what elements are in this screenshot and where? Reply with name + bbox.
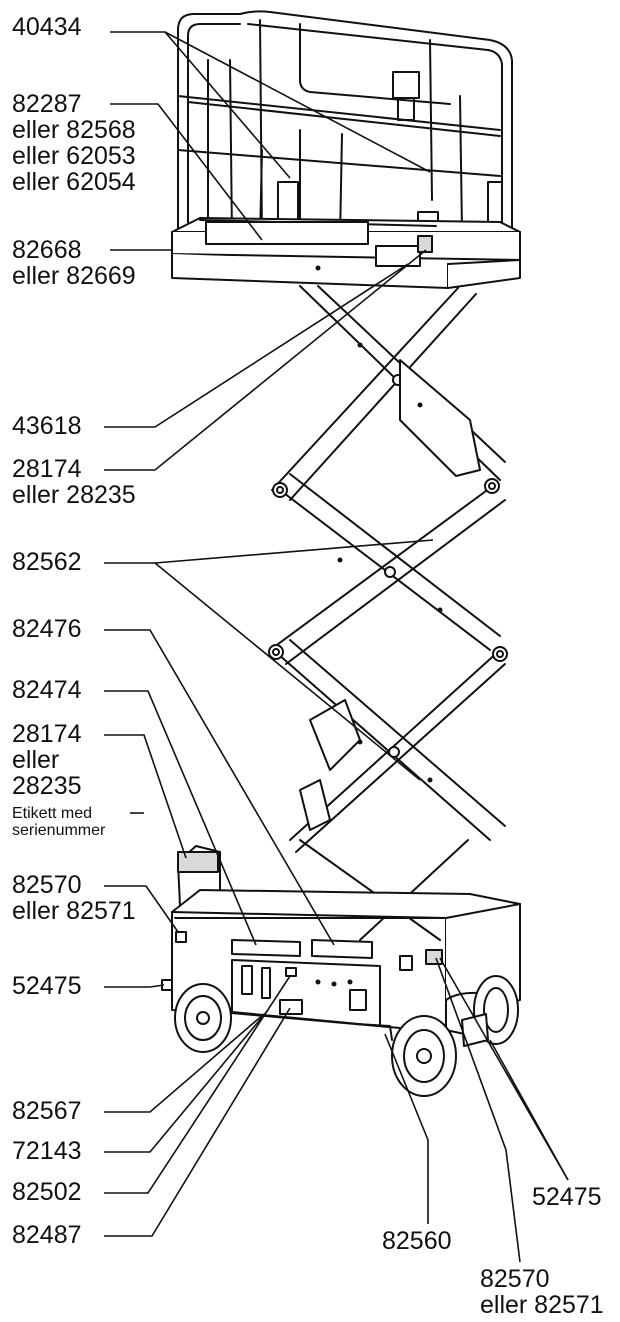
leader-82562-b (154, 562, 421, 781)
callout-82476: 82476 (12, 616, 82, 642)
leader-52475-right-b (439, 957, 569, 1181)
callout-82502: 82502 (12, 1179, 82, 1205)
callout-43618: 43618 (12, 413, 82, 439)
callout-82474-line1: 82474 (12, 676, 82, 704)
callout-28174-top-line1: 28174 (12, 455, 82, 483)
leader-82476 (104, 629, 335, 946)
callout-72143: 72143 (12, 1138, 82, 1164)
callout-82560-line1: 82560 (382, 1227, 452, 1255)
leader-43618 (104, 263, 409, 428)
rear-left-wheel (174, 983, 232, 1053)
leader-82570-right (435, 957, 521, 1263)
callout-28174-left-line3: 28235 (12, 772, 82, 800)
callout-82562: 82562 (12, 549, 82, 575)
callout-52475-right: 52475 (532, 1184, 602, 1210)
callout-28174-top: 28174 eller 28235 (12, 456, 136, 508)
callout-82570-left-line2: eller 82571 (12, 897, 136, 925)
leader-lines (104, 31, 569, 1263)
callout-52475-right-line1: 52475 (532, 1183, 602, 1211)
leader-82562-a (104, 539, 434, 564)
leader-82567 (104, 1013, 265, 1113)
front-left-wheel (391, 1015, 457, 1097)
callout-43618-line1: 43618 (12, 412, 82, 440)
callout-82287-line2: eller 82568 (12, 116, 136, 144)
leader-82560 (384, 1033, 429, 1224)
callout-82570-right: 82570 eller 82571 (480, 1266, 604, 1318)
callout-82474: 82474 (12, 677, 82, 703)
callout-82287-line3: eller 62053 (12, 142, 136, 170)
callout-82668: 82668 eller 82669 (12, 237, 136, 289)
callout-82567: 82567 (12, 1098, 82, 1124)
callout-52475-left-line1: 52475 (12, 972, 82, 1000)
callout-82487: 82487 (12, 1222, 82, 1248)
callout-28174-left-line1: 28174 (12, 720, 82, 748)
callout-82668-line1: 82668 (12, 236, 82, 264)
wheels (174, 975, 519, 1097)
callout-82560: 82560 (382, 1228, 452, 1254)
callout-82562-line1: 82562 (12, 548, 82, 576)
callout-82487-line1: 82487 (12, 1221, 82, 1249)
scissor-lift-drawing (161, 10, 521, 1097)
leader-28174-top (104, 249, 427, 471)
callout-28174-left: 28174 eller 28235 (12, 721, 82, 799)
leader-82287 (110, 103, 263, 241)
leader-52475-left (104, 984, 165, 988)
leader-82570-left (104, 885, 179, 933)
callout-28174-top-line2: eller 28235 (12, 481, 136, 509)
callout-82570-left-line1: 82570 (12, 871, 82, 899)
scissor-arms (268, 285, 508, 941)
callout-82567-line1: 82567 (12, 1097, 82, 1125)
callout-82476-line1: 82476 (12, 615, 82, 643)
callout-82570-right-line2: eller 82571 (480, 1291, 604, 1319)
callout-28174-left-line2: eller (12, 746, 60, 774)
callout-40434-line1: 40434 (12, 13, 82, 41)
callout-82287-line1: 82287 (12, 90, 82, 118)
callout-82287: 82287 eller 82568 eller 62053 eller 6205… (12, 91, 136, 195)
callout-etikett: Etikett med serienummer (12, 805, 105, 839)
platform-deck (171, 217, 521, 289)
callout-82668-line2: eller 82669 (12, 262, 136, 290)
callout-etikett-line2: serienummer (12, 822, 106, 839)
leader-82487 (104, 1007, 291, 1237)
callout-etikett-line1: Etikett med (12, 805, 93, 822)
leader-82502 (104, 975, 291, 1194)
callout-82287-line4: eller 62054 (12, 168, 136, 196)
callout-52475-left: 52475 (12, 973, 82, 999)
callout-40434: 40434 (12, 14, 82, 40)
leader-40434-b (164, 31, 431, 173)
leader-28174-left (104, 734, 187, 859)
callout-82570-left: 82570 eller 82571 (12, 872, 136, 924)
leader-72143 (104, 1009, 269, 1153)
callout-82570-right-line1: 82570 (480, 1265, 550, 1293)
callout-82502-line1: 82502 (12, 1178, 82, 1206)
callout-72143-line1: 72143 (12, 1137, 82, 1165)
leader-82474 (104, 690, 257, 946)
